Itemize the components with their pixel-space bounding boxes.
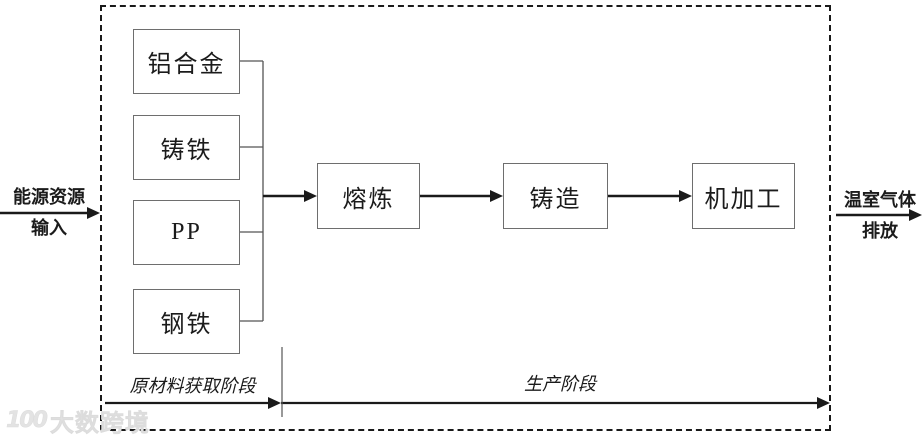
spacer: [836, 212, 924, 220]
energy-input-label: 能源资源 输入: [0, 186, 98, 239]
watermark-logo-icon: 100: [6, 408, 48, 434]
energy-input-line1: 能源资源: [13, 187, 85, 207]
stage-label-production: 生产阶段: [524, 374, 596, 394]
process-label: 铸造: [529, 186, 582, 213]
ghg-output-label: 温室气体 排放: [836, 189, 924, 242]
process-box-smelting: 熔炼: [317, 163, 420, 229]
watermark-text: 大数跨境: [49, 409, 150, 438]
process-label: 熔炼: [342, 186, 395, 213]
material-label: 铝合金: [147, 52, 226, 78]
system-boundary-frame: [100, 5, 831, 431]
material-box-steel: 钢铁: [133, 289, 240, 354]
spacer: [0, 209, 98, 217]
ghg-output-line2: 排放: [862, 220, 898, 241]
process-box-machining: 机加工: [692, 163, 795, 229]
material-label: 钢铁: [160, 312, 213, 338]
watermark: 100 大数跨境: [6, 403, 150, 438]
material-box-cast-iron: 铸铁: [133, 115, 240, 180]
energy-input-line2: 输入: [31, 217, 67, 238]
stage-label-raw-material: 原材料获取阶段: [129, 376, 256, 396]
ghg-output-line1: 温室气体: [844, 190, 916, 210]
material-label: 铸铁: [160, 138, 213, 164]
material-label: PP: [171, 219, 202, 245]
process-label: 机加工: [704, 186, 783, 213]
material-box-pp: PP: [133, 200, 240, 265]
material-box-aluminum-alloy: 铝合金: [133, 29, 240, 94]
process-box-casting: 铸造: [503, 163, 608, 229]
